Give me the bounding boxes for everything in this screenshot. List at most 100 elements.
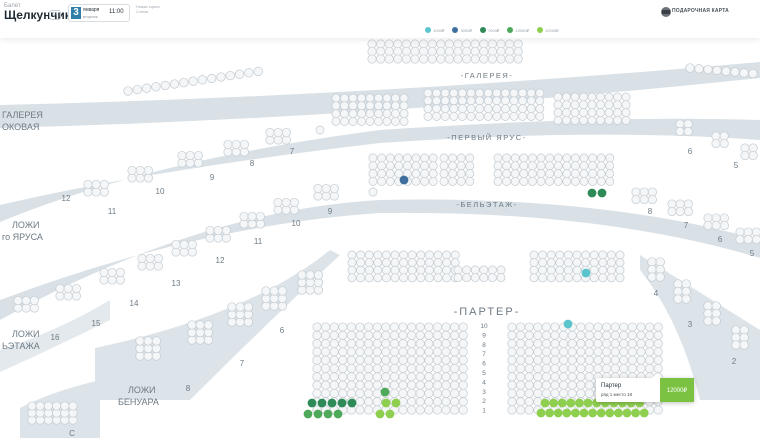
parterre-seat[interactable] [373,250,383,260]
beletage-seat[interactable] [420,176,430,186]
first-tier-seat[interactable] [492,96,502,106]
gallery-seat[interactable] [694,64,704,74]
parterre-seat[interactable] [453,265,463,275]
beletage-seat[interactable] [456,169,466,179]
gallery-seat[interactable] [685,63,695,73]
parterre-seat[interactable] [636,355,646,365]
box-seat[interactable] [265,135,275,145]
parterre-seat[interactable] [321,322,331,332]
parterre-seat[interactable] [415,372,425,382]
beletage-seat[interactable] [519,153,529,163]
available-seat[interactable] [313,409,323,419]
parterre-seat[interactable] [398,363,408,374]
gallery-seat[interactable] [393,46,403,57]
parterre-seat[interactable] [381,330,391,340]
parterre-seat[interactable] [567,372,577,382]
box-seat[interactable] [683,199,693,209]
box-seat[interactable] [247,219,257,229]
parterre-seat[interactable] [576,363,586,374]
parterre-seat[interactable] [312,372,322,382]
parterre-seat[interactable] [355,330,365,340]
parterre-seat[interactable] [627,347,637,357]
parterre-seat[interactable] [602,355,612,365]
first-tier-seat[interactable] [449,104,459,114]
parterre-seat[interactable] [610,322,620,332]
beletage-seat[interactable] [605,176,615,186]
parterre-seat[interactable] [346,330,356,340]
first-tier-seat[interactable] [604,92,614,102]
parterre-seat[interactable] [424,380,434,390]
parterre-seat[interactable] [550,388,560,398]
first-tier-seat[interactable] [340,93,349,103]
gallery-seat[interactable] [384,39,394,49]
box-seat[interactable] [740,150,750,161]
first-tier-seat[interactable] [509,88,519,98]
beletage-seat[interactable] [465,153,475,163]
parterre-seat[interactable] [381,347,391,357]
first-tier-seat[interactable] [621,108,631,118]
parterre-seat[interactable] [346,380,356,390]
available-seat[interactable] [385,409,395,419]
parterre-seat[interactable] [541,380,551,390]
parterre-seat[interactable] [407,250,417,260]
box-seat[interactable] [735,227,745,237]
parterre-seat[interactable] [450,339,460,349]
first-tier-seat[interactable] [604,108,614,118]
first-tier-seat[interactable] [570,100,580,110]
box-seat[interactable] [60,401,70,411]
beletage-seat[interactable] [428,153,438,163]
first-tier-seat[interactable] [483,88,493,98]
available-seat[interactable] [553,408,563,418]
box-seat[interactable] [213,225,223,236]
box-seat[interactable] [143,173,153,183]
first-tier-seat[interactable] [399,101,409,111]
beletage-seat[interactable] [456,176,466,186]
box-seat[interactable] [711,316,721,326]
parterre-seat[interactable] [372,363,382,374]
parterre-seat[interactable] [407,322,417,332]
parterre-seat[interactable] [507,322,517,332]
box-seat[interactable] [281,135,291,145]
parterre-seat[interactable] [312,330,322,340]
parterre-seat[interactable] [615,265,625,275]
beletage-seat[interactable] [456,161,466,171]
parterre-seat[interactable] [364,397,374,407]
gallery-seat[interactable] [141,83,152,93]
box-seat[interactable] [135,336,145,346]
gallery-seat[interactable] [462,46,472,57]
parterre-seat[interactable] [432,339,442,349]
parterre-seat[interactable] [329,380,339,390]
box-seat[interactable] [177,158,187,168]
parterre-seat[interactable] [450,355,460,365]
parterre-seat[interactable] [347,265,357,275]
beletage-seat[interactable] [448,169,458,179]
gallery-seat[interactable] [393,54,403,64]
parterre-seat[interactable] [312,355,322,365]
parterre-seat[interactable] [563,250,573,260]
box-seat[interactable] [313,270,324,280]
box-seat[interactable] [107,275,117,285]
parterre-seat[interactable] [356,250,366,260]
parterre-seat[interactable] [636,322,646,332]
legend-item[interactable]: 7000₽ [479,26,499,34]
first-tier-seat[interactable] [526,104,536,114]
parterre-seat[interactable] [381,339,391,349]
first-tier-seat[interactable] [553,92,563,102]
box-seat[interactable] [740,143,750,153]
parterre-seat[interactable] [619,339,629,349]
parterre-seat[interactable] [563,273,573,283]
box-seat[interactable] [735,234,745,245]
box-seat[interactable] [247,211,257,222]
parterre-seat[interactable] [516,330,526,340]
parterre-seat[interactable] [424,273,434,283]
gallery-seat[interactable] [479,46,489,57]
beletage-seat[interactable] [394,161,404,171]
box-seat[interactable] [185,150,195,161]
parterre-seat[interactable] [645,363,655,374]
parterre-seat[interactable] [507,330,517,340]
parterre-seat[interactable] [606,265,616,275]
first-tier-seat[interactable] [374,93,383,103]
parterre-seat[interactable] [433,258,443,268]
first-tier-seat[interactable] [457,111,467,121]
beletage-seat[interactable] [536,169,546,179]
